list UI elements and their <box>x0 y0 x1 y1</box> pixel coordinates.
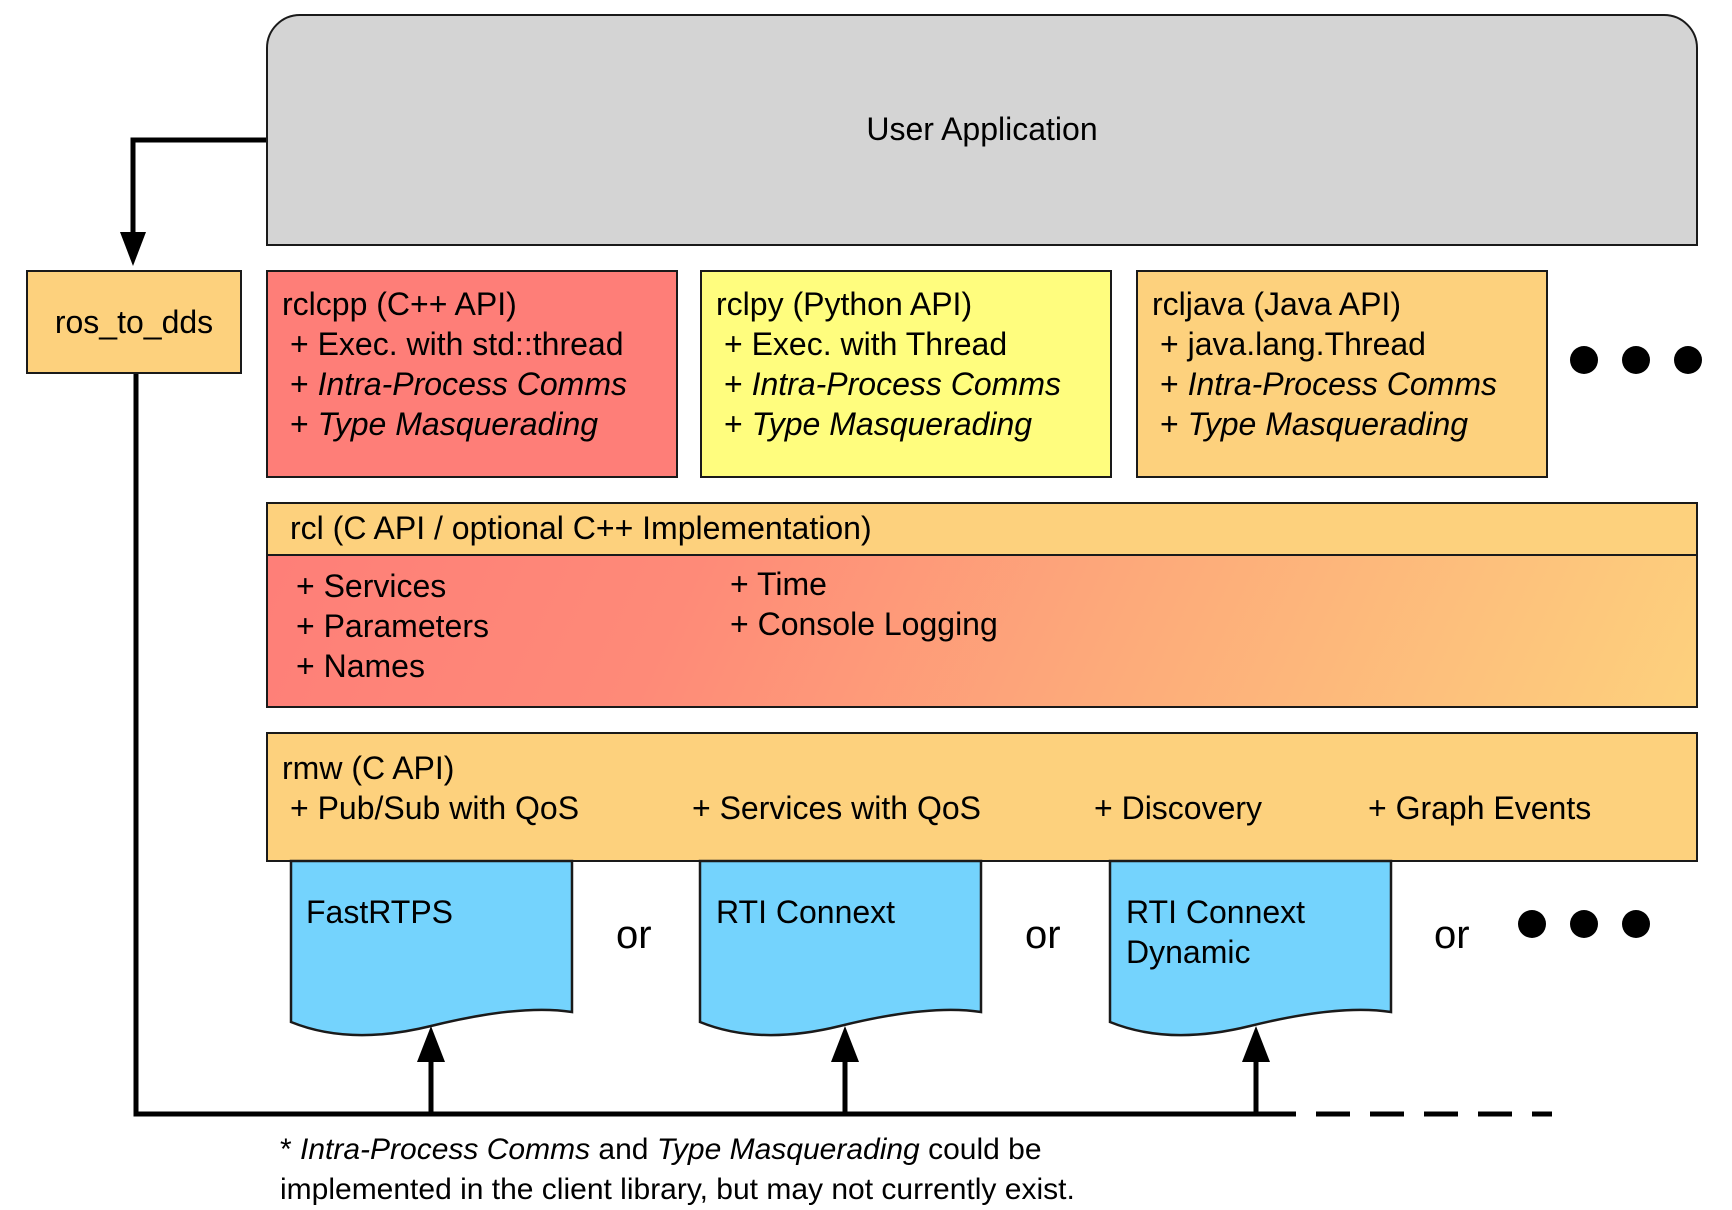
rcljava-type-masq-label: Type Masquerading <box>1187 406 1469 442</box>
footnote-lead: * <box>280 1133 301 1166</box>
footnote-tail: could be <box>919 1133 1042 1166</box>
rcl-item-services: + Services <box>296 568 447 604</box>
rcljava-item-type-masq: + Type Masquerading <box>1160 404 1468 444</box>
rclcpp-title: rclcpp (C++ API) <box>282 286 517 322</box>
rmw-title: rmw (C API) <box>282 750 455 786</box>
rti-connext-doc-shape <box>698 859 983 1037</box>
ellipsis-dot <box>1518 910 1546 938</box>
or-separator: or <box>1434 913 1470 957</box>
rti-connext-label: RTI Connext <box>716 894 896 930</box>
rcl-item-time: + Time <box>730 566 827 602</box>
rcljava-ipc-label: Intra-Process Comms <box>1187 366 1497 402</box>
rcl-header: rcl (C API / optional C++ Implementation… <box>268 504 1696 556</box>
or-separator: or <box>1025 913 1061 957</box>
rclpy-box: rclpy (Python API) + Exec. with Thread +… <box>700 270 1112 478</box>
ellipsis-dot <box>1622 910 1650 938</box>
footnote-mid: and <box>590 1133 657 1166</box>
arrow-up-icon <box>417 1026 445 1062</box>
rclcpp-box: rclcpp (C++ API) + Exec. with std::threa… <box>266 270 678 478</box>
user-application-layer: User Application <box>266 14 1698 246</box>
rmw-layer: rmw (C API) + Pub/Sub with QoS + Service… <box>266 732 1698 862</box>
plus-sign: + <box>1160 366 1179 402</box>
rmw-item-services: + Services with QoS <box>692 790 981 826</box>
rmw-item-pubsub: + Pub/Sub with QoS <box>290 790 580 826</box>
plus-sign: + <box>290 366 309 402</box>
user-application-label: User Application <box>866 111 1098 147</box>
footnote-italic-type-masq: Type Masquerading <box>656 1133 920 1166</box>
rcl-title: rcl (C API / optional C++ Implementation… <box>290 510 872 546</box>
rti-connext-dynamic-label-line1: RTI Connext <box>1126 894 1306 930</box>
footnote: * Intra-Process Comms and Type Masquerad… <box>280 1130 1075 1210</box>
rti-connext-dynamic-doc-shape <box>1108 859 1393 1037</box>
rclpy-item-ipc: + Intra-Process Comms <box>724 364 1061 404</box>
footnote-line-1: * Intra-Process Comms and Type Masquerad… <box>280 1130 1075 1170</box>
ros-to-dds-bus-line <box>133 374 1262 1117</box>
arrow-down-icon <box>120 232 146 266</box>
ros-to-dds-label: ros_to_dds <box>54 304 214 340</box>
footnote-line-2: implemented in the client library, but m… <box>280 1173 1075 1206</box>
rcljava-item-ipc: + Intra-Process Comms <box>1160 364 1497 404</box>
ellipsis-dot <box>1674 346 1702 374</box>
rmw-item-discovery: + Discovery <box>1094 790 1263 826</box>
rclpy-title: rclpy (Python API) <box>716 286 973 322</box>
ellipsis-dot <box>1570 346 1598 374</box>
rcl-item-console-logging: + Console Logging <box>730 606 998 642</box>
rclcpp-ipc-label: Intra-Process Comms <box>317 366 627 402</box>
footnote-italic-ipc: Intra-Process Comms <box>300 1133 591 1166</box>
rmw-item-graph-events: + Graph Events <box>1368 790 1592 826</box>
fastrtps-label: FastRTPS <box>306 894 453 930</box>
plus-sign: + <box>724 406 743 442</box>
rclpy-item-thread: + Exec. with Thread <box>724 326 1008 362</box>
plus-sign: + <box>1160 406 1179 442</box>
rcl-item-names: + Names <box>296 648 425 684</box>
rclpy-item-type-masq: + Type Masquerading <box>724 404 1032 444</box>
more-implementations-ellipsis <box>1518 910 1650 938</box>
rclcpp-item-ipc: + Intra-Process Comms <box>290 364 627 404</box>
rclpy-type-masq-label: Type Masquerading <box>751 406 1033 442</box>
plus-sign: + <box>290 406 309 442</box>
rcljava-item-thread: + java.lang.Thread <box>1160 326 1426 362</box>
rclcpp-item-type-masq: + Type Masquerading <box>290 404 598 444</box>
more-clients-ellipsis <box>1570 346 1702 374</box>
rcljava-box: rcljava (Java API) + java.lang.Thread + … <box>1136 270 1548 478</box>
rclcpp-item-thread: + Exec. with std::thread <box>290 326 624 362</box>
rti-connext-dynamic-label-line2: Dynamic <box>1126 934 1251 970</box>
ros-to-dds-box: ros_to_dds <box>26 270 242 374</box>
or-separator: or <box>616 913 652 957</box>
user-app-to-ros-to-dds-line <box>130 137 266 238</box>
plus-sign: + <box>724 366 743 402</box>
rcl-item-parameters: + Parameters <box>296 608 489 644</box>
arrow-up-icon <box>1242 1026 1270 1062</box>
rclcpp-type-masq-label: Type Masquerading <box>317 406 599 442</box>
ellipsis-dot <box>1570 910 1598 938</box>
rclpy-ipc-label: Intra-Process Comms <box>751 366 1061 402</box>
arrow-up-icon <box>831 1026 859 1062</box>
ellipsis-dot <box>1622 346 1650 374</box>
fastrtps-doc-shape <box>289 859 574 1037</box>
rcljava-title: rcljava (Java API) <box>1152 286 1401 322</box>
rcl-layer: rcl (C API / optional C++ Implementation… <box>266 502 1698 708</box>
